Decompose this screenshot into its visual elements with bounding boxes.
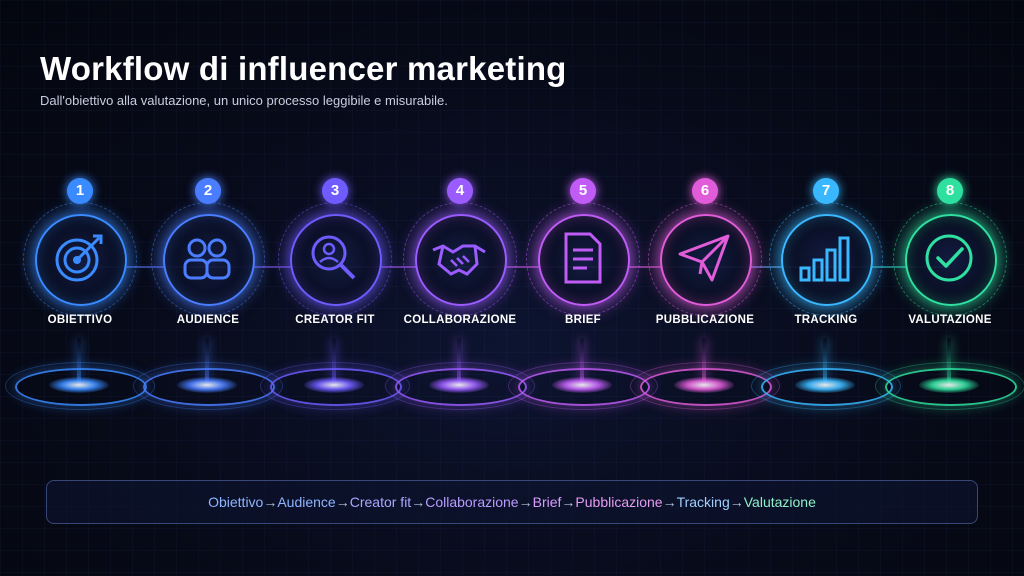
step-platform-glow xyxy=(429,377,489,393)
target-icon xyxy=(49,228,109,288)
step-number-badge: 1 xyxy=(67,178,93,204)
summary-step-text: Pubblicazione xyxy=(575,494,663,510)
summary-step-text: Tracking xyxy=(676,494,730,510)
step-label: AUDIENCE xyxy=(176,314,240,326)
workflow-summary-bar: Obiettivo→Audience→Creator fit→Collabora… xyxy=(46,480,978,524)
step-platform-glow xyxy=(177,377,237,393)
step-light-beam xyxy=(702,338,706,383)
summary-step-text: Brief xyxy=(532,494,562,510)
step-light-beam xyxy=(205,338,209,383)
people-icon xyxy=(177,228,237,288)
step-light-beam xyxy=(580,338,584,383)
step-label: BRIEF xyxy=(565,314,601,326)
step-number-badge: 3 xyxy=(322,178,348,204)
step-number-badge: 4 xyxy=(447,178,473,204)
check-circle-icon xyxy=(919,228,979,288)
step-platform-glow xyxy=(919,377,979,393)
step-platform-glow xyxy=(49,377,109,393)
step-outer-ring xyxy=(403,202,517,316)
summary-arrow: → xyxy=(335,494,350,510)
handshake-icon xyxy=(429,228,489,288)
step-number-badge: 8 xyxy=(937,178,963,204)
step-outer-ring xyxy=(893,202,1007,316)
step-label: VALUTAZIONE xyxy=(908,314,992,326)
summary-arrow: → xyxy=(561,494,576,510)
summary-arrow: → xyxy=(263,494,278,510)
step-platform xyxy=(885,368,1017,406)
summary-arrow: → xyxy=(518,494,533,510)
step-light-beam xyxy=(332,338,336,383)
step-label: COLLABORAZIONE xyxy=(403,314,517,326)
page-subtitle: Dall'obiettivo alla valutazione, un unic… xyxy=(40,93,448,108)
step-platform-outer xyxy=(875,362,1024,410)
step-label: TRACKING xyxy=(794,314,858,326)
step-number-badge: 7 xyxy=(813,178,839,204)
summary-arrow: → xyxy=(662,494,677,510)
step-outer-ring xyxy=(151,202,265,316)
summary-step-text: Collaborazione xyxy=(425,494,519,510)
step-light-beam xyxy=(77,338,81,383)
page-title: Workflow di influencer marketing xyxy=(40,50,567,87)
step-platform-glow xyxy=(795,377,855,393)
step-label: CREATOR FIT xyxy=(295,314,375,326)
summary-step-text: Audience xyxy=(277,494,336,510)
step-outer-ring xyxy=(23,202,137,316)
summary-step-text: Creator fit xyxy=(349,494,412,510)
document-icon xyxy=(552,228,612,288)
step-outer-ring xyxy=(648,202,762,316)
paper-plane-icon xyxy=(674,228,734,288)
bar-chart-icon xyxy=(795,228,855,288)
summary-arrow: → xyxy=(411,494,426,510)
step-platform-glow xyxy=(674,377,734,393)
step-light-beam xyxy=(947,338,951,383)
step-platform-glow xyxy=(552,377,612,393)
step-light-beam xyxy=(823,338,827,383)
profile-search-icon xyxy=(304,228,364,288)
summary-step-text: Valutazione xyxy=(743,494,816,510)
step-platform-glow xyxy=(304,377,364,393)
summary-arrow: → xyxy=(729,494,744,510)
step-outer-ring xyxy=(526,202,640,316)
step-outer-ring xyxy=(769,202,883,316)
summary-step-text: Obiettivo xyxy=(208,494,264,510)
step-number-badge: 5 xyxy=(570,178,596,204)
step-label: OBIETTIVO xyxy=(47,314,113,326)
step-light-beam xyxy=(457,338,461,383)
step-number-badge: 2 xyxy=(195,178,221,204)
step-outer-ring xyxy=(278,202,392,316)
step-ring xyxy=(415,214,507,306)
step-label: PUBBLICAZIONE xyxy=(655,314,755,326)
step-number-badge: 6 xyxy=(692,178,718,204)
